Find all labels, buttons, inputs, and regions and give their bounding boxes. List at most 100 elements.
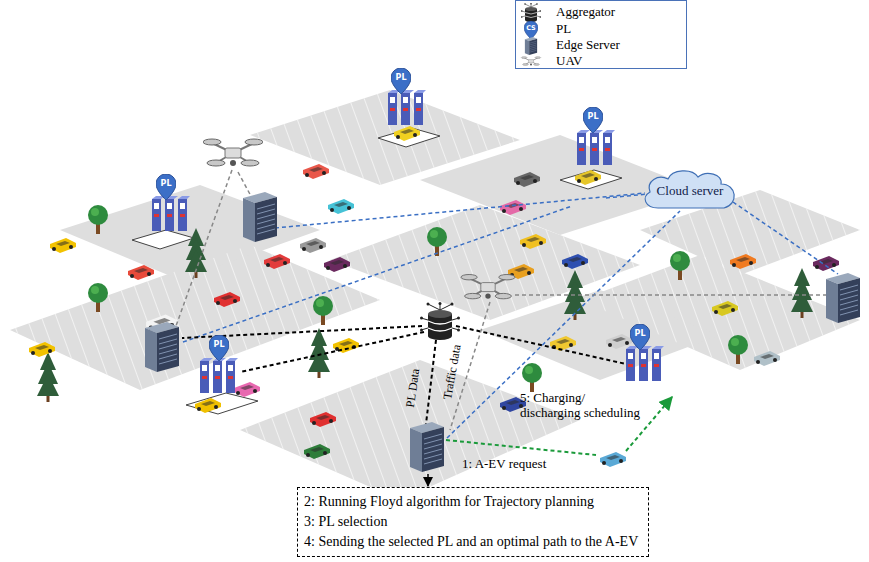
pins — [391, 68, 411, 94]
dashed-links — [275, 193, 645, 228]
cars — [575, 170, 601, 185]
parking-slots — [560, 170, 622, 189]
trees — [728, 335, 748, 364]
edge-servers — [145, 322, 179, 372]
dashed-links — [606, 194, 648, 198]
pin-label: PL — [391, 72, 411, 84]
pin-label: PL — [630, 328, 650, 340]
step-text: 2: Running Floyd algorithm for Trajector… — [304, 492, 638, 512]
ground — [580, 255, 860, 370]
dashed-links — [447, 211, 680, 438]
aggregator-icon — [420, 302, 460, 340]
pin-label: PL — [156, 178, 176, 190]
pins — [156, 174, 176, 200]
trees — [670, 251, 690, 280]
charging-stations — [152, 196, 190, 231]
dashed-links — [240, 332, 424, 372]
ground — [250, 90, 520, 185]
cars — [514, 172, 540, 187]
cars — [606, 334, 632, 349]
dashed-links — [183, 206, 572, 342]
edge-servers — [145, 192, 860, 472]
trees — [522, 363, 542, 392]
output-arrow — [427, 474, 429, 486]
parking-slots — [132, 128, 622, 414]
dashed-links — [515, 294, 826, 296]
edge-servers — [410, 422, 444, 472]
cars — [328, 199, 354, 214]
dashed-links — [176, 170, 838, 455]
cars — [310, 412, 336, 427]
cars — [195, 398, 221, 413]
line-label: PL Data — [403, 368, 422, 409]
pins — [209, 335, 229, 361]
parking-slots — [132, 230, 194, 249]
uav-icon — [203, 139, 263, 166]
trees — [37, 205, 813, 402]
cars — [234, 382, 260, 397]
cars — [333, 338, 359, 353]
cars — [520, 234, 546, 249]
uav-icon — [461, 275, 515, 299]
legend-frame — [521, 3, 541, 22]
legend-frame — [521, 57, 541, 66]
step-note: 5: Charging/ discharging scheduling — [520, 390, 645, 420]
cars — [264, 254, 290, 269]
legend-text: UAV — [556, 53, 583, 68]
line-label: Traffic data — [440, 343, 463, 400]
dashed-links — [733, 202, 838, 274]
legend-text: Aggregator — [556, 4, 615, 19]
trees — [313, 296, 333, 325]
dashed-links — [426, 340, 436, 424]
trees — [88, 205, 108, 234]
pins — [630, 324, 650, 350]
edge-servers — [243, 192, 277, 242]
charging-stations — [577, 130, 615, 165]
cars — [29, 126, 839, 467]
trees — [427, 227, 447, 256]
charging-stations — [388, 90, 426, 125]
cars — [304, 444, 330, 459]
legend-frame — [524, 21, 538, 39]
pins — [583, 107, 603, 133]
charging-stations — [152, 90, 664, 393]
charging-stations — [626, 346, 664, 381]
cars — [29, 342, 55, 357]
pin-label: CS — [524, 23, 538, 33]
legend-frame — [525, 37, 537, 55]
charging-stations — [200, 358, 238, 393]
trees — [37, 352, 59, 402]
node-title: Cloud server — [640, 166, 740, 198]
ground — [240, 360, 580, 500]
edge-servers — [826, 273, 860, 323]
cars — [813, 256, 839, 271]
step-note: 1: A-EV request — [462, 456, 546, 471]
cars — [600, 452, 626, 467]
dashed-links — [176, 170, 232, 326]
pins — [156, 68, 650, 361]
dashed-links — [238, 172, 252, 198]
parking-slots — [186, 393, 258, 414]
trees — [791, 268, 813, 318]
ground — [60, 185, 320, 280]
cars — [562, 254, 588, 269]
cars — [500, 200, 526, 215]
cars — [50, 238, 76, 253]
cloud-node: Cloud server — [640, 166, 740, 212]
cars — [303, 164, 329, 179]
cars — [754, 351, 780, 366]
step-text: 3: PL selection — [304, 512, 638, 532]
legend-text: Edge Server — [556, 37, 620, 52]
cars — [324, 257, 350, 272]
legend-text: PL — [556, 21, 571, 36]
ground — [10, 90, 860, 500]
step-text: 4: Sending the selected PL and an optima… — [304, 532, 638, 552]
ground — [240, 360, 580, 500]
legend-frame — [516, 1, 687, 69]
pin-label: PL — [583, 111, 603, 123]
cars — [128, 265, 154, 280]
legend-frame — [516, 1, 687, 69]
cars — [730, 254, 756, 269]
trees — [88, 283, 108, 312]
